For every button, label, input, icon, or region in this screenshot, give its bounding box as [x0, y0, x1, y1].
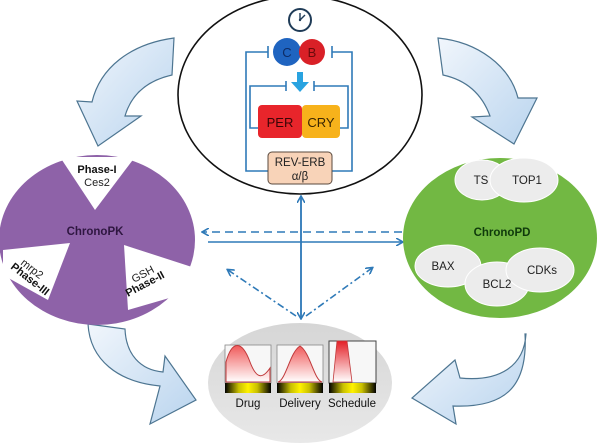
- phase-1-gene: Ces2: [84, 177, 110, 189]
- phase-2-wedge: [124, 245, 195, 310]
- svg-text:PER: PER: [267, 115, 294, 130]
- target-bax: BAX: [431, 261, 454, 273]
- schedule-panel: Schedule: [328, 340, 377, 410]
- drug-delivery-panel: Drug Delivery Schedule: [208, 323, 392, 443]
- target-top1: TOP1: [512, 175, 542, 187]
- svg-text:B: B: [308, 45, 317, 60]
- svg-text:α/β: α/β: [292, 171, 309, 183]
- circadian-clock-panel: C B PER CRY REV-ERB α/β: [177, 0, 423, 195]
- phase-3-wedge: [3, 243, 70, 300]
- target-cdks: CDKs: [527, 265, 557, 277]
- drug-panel: Drug: [224, 344, 272, 410]
- curved-arrow-bottom-right: [410, 333, 527, 426]
- curved-arrow-top-right: [437, 37, 538, 145]
- per-box: PER: [258, 105, 302, 138]
- target-ts: TS: [474, 175, 489, 187]
- chronopd-title: ChronoPD: [474, 227, 531, 239]
- interaction-arrows: [203, 196, 402, 318]
- svg-text:CRY: CRY: [307, 115, 335, 130]
- svg-text:REV-ERB: REV-ERB: [275, 157, 326, 169]
- phase-1-wedge: [60, 157, 135, 210]
- svg-text:Schedule: Schedule: [328, 398, 376, 410]
- clock-icon: [288, 8, 312, 32]
- rev-erb-box: REV-ERB α/β: [267, 151, 333, 185]
- target-bcl2: BCL2: [483, 279, 512, 291]
- chronopd-panel: TS TOP1 BAX BCL2 CDKs ChronoPD: [403, 157, 597, 318]
- clock-protein-b: B: [299, 39, 325, 65]
- svg-text:Delivery: Delivery: [279, 398, 321, 410]
- delivery-to-pk-dashdot-arrow: [228, 270, 297, 317]
- feedback-loops: [245, 46, 353, 172]
- clock-protein-c: C: [273, 38, 301, 66]
- svg-text:Drug: Drug: [236, 398, 261, 410]
- activation-arrow: [291, 72, 309, 92]
- phase-1-label: Phase-I: [77, 164, 116, 176]
- delivery-to-pd-dashdot-arrow: [305, 268, 372, 317]
- cry-box: CRY: [302, 105, 340, 138]
- svg-text:C: C: [282, 45, 291, 60]
- delivery-panel: Delivery: [276, 344, 324, 410]
- curved-arrow-bottom-left: [87, 323, 197, 426]
- curved-arrow-top-left: [76, 37, 175, 147]
- chronopk-title: ChronoPK: [67, 226, 125, 238]
- chronopk-panel: Phase-I Ces2 ChronoPK GSH Phase-II mrp2 …: [0, 155, 195, 325]
